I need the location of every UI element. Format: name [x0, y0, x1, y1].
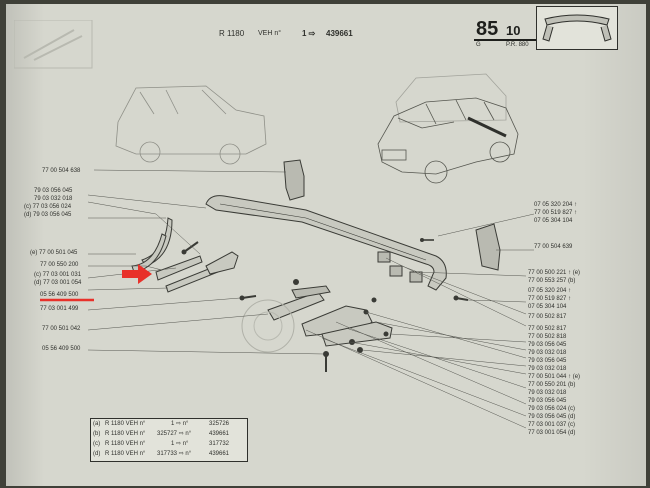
bolt-right — [453, 295, 469, 301]
model-label: R 1180 — [219, 29, 245, 38]
left-label-11: 77 00 501 042 — [42, 326, 81, 332]
left-label-9-highlighted: 05 56 409 500 — [40, 292, 79, 298]
thumbnail-box — [536, 6, 618, 50]
bolt-vertical — [323, 351, 329, 372]
nut-c — [357, 347, 363, 353]
right-top-label-0: 07 05 320 204 ↑ — [534, 202, 578, 208]
lower-arm-left — [267, 291, 325, 321]
right-label-15: 79 03 056 045 — [528, 398, 567, 404]
right-label-17: 79 03 056 045 (d) — [528, 414, 576, 420]
curved-strip — [141, 217, 173, 267]
right-label-2: 07 05 320 204 ↑ — [528, 288, 572, 294]
right-label-14: 79 03 032 018 — [528, 390, 567, 396]
left-label-5: (e) 77 00 501 045 — [30, 250, 78, 256]
legend-row-d-value: 439661 — [209, 451, 230, 457]
left-label-0: 77 00 504 638 — [42, 168, 81, 174]
right-label-9: 79 03 032 018 — [528, 350, 567, 356]
background-car-right-icon — [395, 73, 507, 123]
left-label-12: 05 56 409 500 — [42, 346, 81, 352]
lower-arm-right — [321, 321, 393, 347]
nut-d — [383, 331, 389, 337]
legend-row-c-arrow: 1 ⇨ n° — [171, 441, 189, 447]
right-label-1: 77 00 553 257 (b) — [528, 278, 576, 284]
faded-wheel-arc — [241, 299, 295, 353]
left-label-8: (d) 77 03 001 054 — [34, 280, 82, 286]
bumper-thumbnail-icon — [542, 14, 612, 42]
left-label-3: (c) 77 03 056 024 — [24, 204, 72, 210]
right-label-18: 77 03 001 037 (c) — [528, 422, 576, 428]
bolt-lower — [239, 295, 257, 301]
left-label-1: 79 03 056 045 — [34, 188, 73, 194]
bumper-bar — [205, 195, 447, 291]
right-top-label-2: 07 05 304 104 — [534, 218, 573, 224]
legend-row-d-key: (d) — [93, 451, 101, 457]
right-top-label-3: 77 00 504 639 — [534, 244, 573, 250]
flat-bracket-a — [155, 255, 203, 281]
left-label-4: (d) 79 03 056 045 — [24, 212, 72, 218]
rubber-block-b — [389, 265, 403, 277]
highlight-arrow-icon — [122, 264, 152, 284]
left-label-2: 79 03 032 018 — [34, 196, 73, 202]
legend-row-a-arrow: 1 ⇨ n° — [171, 421, 189, 427]
legend-row-b-key: (b) — [93, 431, 101, 437]
right-label-11: 79 03 032 018 — [528, 366, 567, 372]
legend-row-c-value: 317732 — [209, 441, 230, 447]
bolt-left — [181, 241, 199, 255]
legend-row-c-model: R 1180 VEH n° — [105, 441, 146, 447]
right-label-5: 77 00 502 817 — [528, 314, 567, 320]
exploded-diagram — [40, 73, 535, 429]
flat-bracket-c — [205, 251, 239, 275]
right-label-19: 77 03 001 054 (d) — [528, 430, 576, 436]
right-top-label-1: 77 00 519 827 ↑ — [534, 210, 578, 216]
rubber-block-a — [377, 251, 391, 263]
legend-row-a-key: (a) — [93, 421, 101, 427]
legend-row-a-model: R 1180 VEH n° — [105, 421, 146, 427]
rubber-block-c — [409, 271, 423, 283]
left-label-10: 77 03 001 499 — [40, 306, 79, 312]
catalog-page: R 1180 VEH n° 1 ⇨ 439661 85 10 G P.R. 88… — [6, 4, 646, 486]
page-sub-number: 10 — [506, 23, 521, 38]
serial-number: 439661 — [326, 29, 353, 38]
background-car-left-icon — [115, 85, 267, 165]
leader-lines-left — [87, 169, 325, 355]
right-label-10: 79 03 056 045 — [528, 358, 567, 364]
screw-top — [420, 238, 434, 242]
right-label-6: 77 00 502 817 — [528, 326, 567, 332]
legend-table: (a) R 1180 VEH n° 1 ⇨ n° 325726 (b) R 11… — [90, 418, 248, 462]
serial-prefix: 1 ⇨ — [302, 29, 316, 38]
legend-row-b-value: 439661 — [209, 431, 230, 437]
right-label-16: 79 03 056 024 (c) — [528, 406, 576, 412]
page-ref: P.R. 880 — [506, 42, 529, 48]
right-label-12: 77 00 501 044 ↑ (e) — [528, 374, 581, 380]
legend-row-b-arrow: 325727 ⇨ n° — [157, 431, 192, 437]
right-label-13: 77 00 550 201 (b) — [528, 382, 576, 388]
left-label-6: 77 00 550 200 — [40, 262, 79, 268]
legend-row-b-model: R 1180 VEH n° — [105, 431, 146, 437]
right-label-7: 77 00 502 818 — [528, 334, 567, 340]
right-label-0: 77 00 500 221 ↑ (e) — [528, 270, 581, 276]
faded-thumbnail-icon — [14, 20, 93, 69]
page-number-rule — [474, 39, 536, 41]
legend-row-d-model: R 1180 VEH n° — [105, 451, 146, 457]
veh-label: VEH n° — [258, 30, 282, 37]
nut-b — [349, 339, 355, 345]
page-shading — [6, 4, 646, 486]
right-label-3: 77 00 519 827 ↑ — [528, 296, 572, 302]
leader-lines-right — [305, 213, 535, 429]
end-cap-left — [283, 159, 305, 201]
end-cap-right — [475, 223, 501, 271]
main-car-icon — [377, 97, 519, 184]
page-letter: G — [476, 42, 481, 48]
legend-row-c-key: (c) — [93, 441, 100, 447]
right-label-4: 07 05 304 104 — [528, 304, 567, 310]
nut-a — [293, 279, 299, 285]
page-number: 85 — [476, 18, 499, 40]
legend-row-a-value: 325726 — [209, 421, 230, 427]
left-label-7: (c) 77 03 001 031 — [34, 272, 82, 278]
nut-e — [371, 297, 377, 303]
clamp-plate — [291, 285, 331, 299]
right-label-8: 79 03 056 045 — [528, 342, 567, 348]
legend-row-d-arrow: 317733 ⇨ n° — [157, 451, 192, 457]
